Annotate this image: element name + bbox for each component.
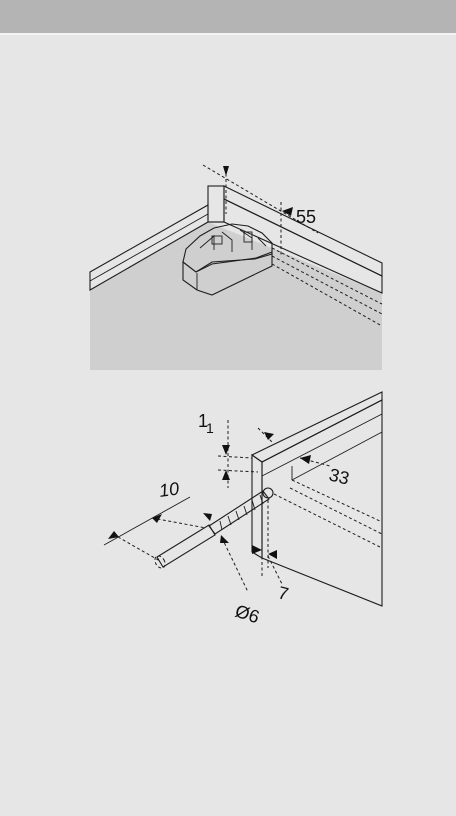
hidden-line [271,247,383,305]
dimension-arrow [252,545,262,554]
figure-clip-mounting: 55 [89,164,383,370]
dimension-line [103,496,191,546]
dimension-label-11: 1 [198,411,208,431]
figure-drilling: 1 1 33 10 Ø6 7 [103,391,383,627]
panel-inner-edge [291,431,383,481]
header-band [0,0,456,35]
clip-latch [211,235,223,245]
extension-line [202,164,319,234]
panel-inner-edge [261,413,383,477]
drill-bit-flutes [208,490,270,535]
hidden-line [291,479,383,523]
drill-bit-end [154,555,166,569]
front-panel-end [207,185,225,223]
hidden-line [289,487,383,535]
dimension-arrow [222,445,230,455]
dimension-label-10: 10 [158,478,181,501]
drill-bit-shank [156,524,216,568]
dimension-label-11-sub: 1 [206,420,214,436]
hidden-line [271,255,383,315]
dimension-label-diameter: Ø6 [233,601,262,627]
dimension-arrow [264,432,274,440]
dimension-arrow [108,531,119,539]
extension-line [217,469,259,473]
dimension-arrow [223,166,229,176]
clip-body [182,251,273,296]
hidden-line [271,263,383,327]
extension-line [151,517,207,529]
front-panel-face [223,198,383,294]
dimension-label-7: 7 [276,582,291,604]
drill-bit-spiral [219,494,264,531]
clip-latch [243,231,253,243]
dimension-arrow [282,207,293,216]
leader-line [267,555,283,585]
drawer-side-edge [89,213,209,282]
dimension-arrow [220,535,229,543]
front-panel-top [250,391,383,463]
dimension-arrow [268,550,277,559]
dimension-arrow [300,455,311,464]
dimension-label-33: 33 [327,464,351,488]
extension-line [117,536,161,562]
drawer-bottom-panel [90,222,382,370]
dimension-arrow [152,514,162,523]
hidden-line [273,493,383,549]
extension-line [217,455,253,459]
dimension-arrow [203,513,212,521]
dimension-arrow [222,470,230,480]
dimension-label-55: 55 [296,207,316,227]
leader-line [221,537,249,593]
clip-housing [182,223,273,273]
